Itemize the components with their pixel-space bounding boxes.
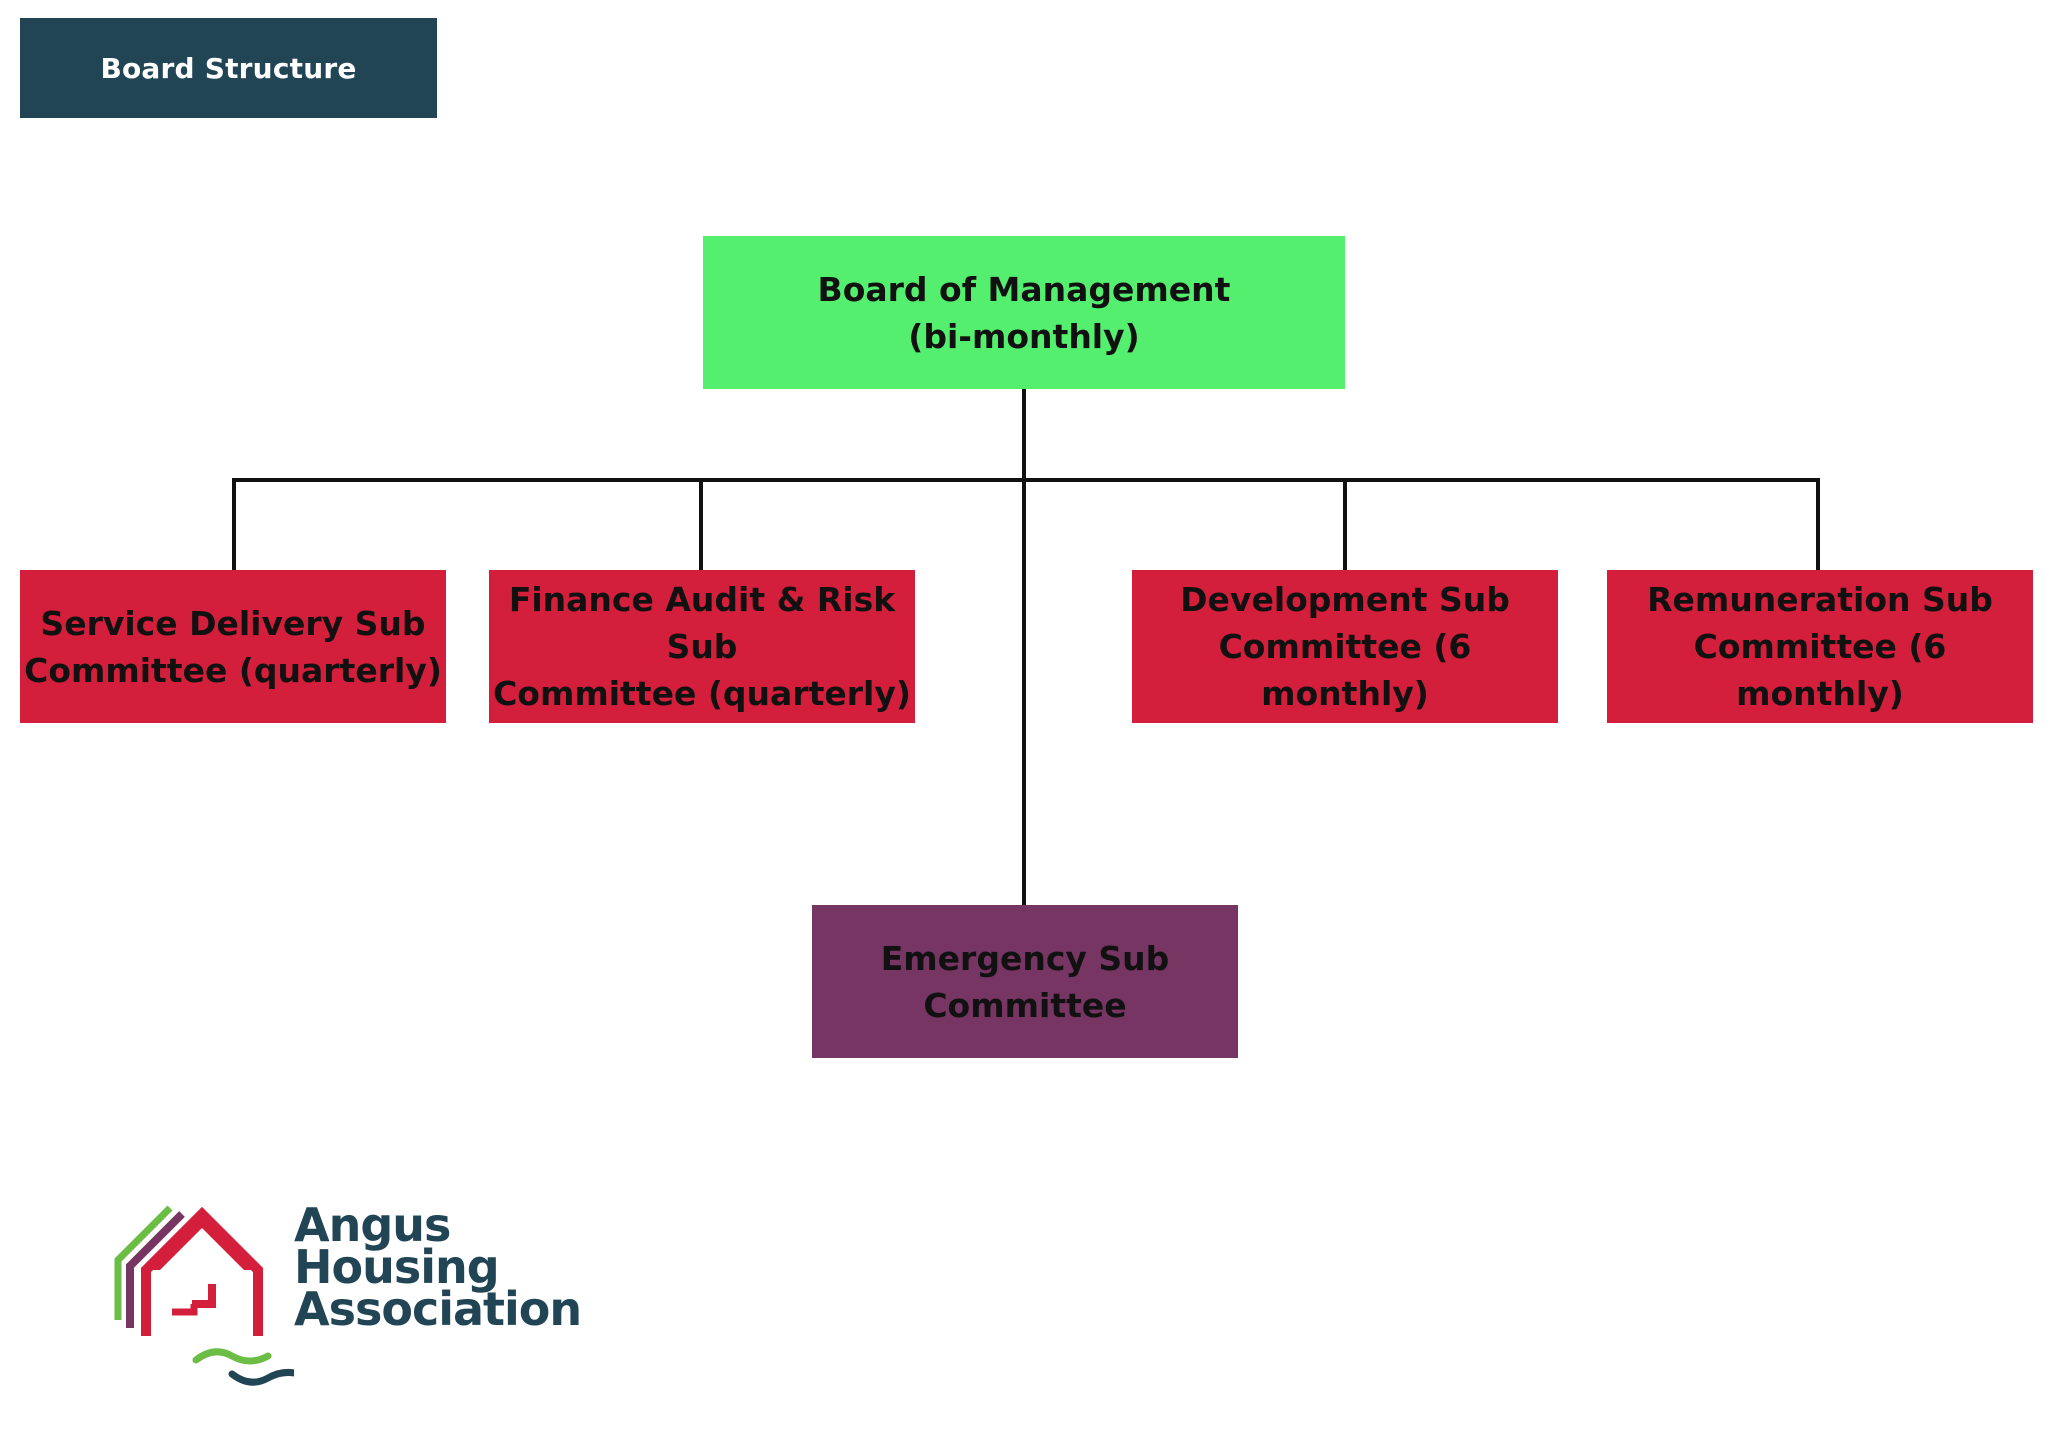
service-delivery-node: Service Delivery Sub Committee (quarterl… <box>20 570 446 723</box>
remuneration-frequency: Committee (6 monthly) <box>1693 627 1947 713</box>
board-of-management-frequency: (bi-monthly) <box>908 316 1140 356</box>
page-title-text: Board Structure <box>100 51 357 85</box>
logo-wordmark: Angus Housing Association <box>294 1198 582 1336</box>
page-title: Board Structure <box>20 18 437 118</box>
remuneration-label: Remuneration Sub <box>1647 580 1993 619</box>
development-node: Development Sub Committee (6 monthly) <box>1132 570 1558 723</box>
development-frequency: Committee (6 monthly) <box>1218 627 1472 713</box>
logo-word-angus: Angus <box>294 1198 451 1252</box>
board-of-management-node: Board of Management (bi-monthly) <box>703 236 1345 389</box>
angus-housing-logo: Angus Housing Association <box>114 1200 582 1400</box>
emergency-frequency: Committee <box>923 985 1127 1025</box>
finance-audit-risk-label: Finance Audit & Risk Sub <box>508 580 896 666</box>
remuneration-node: Remuneration Sub Committee (6 monthly) <box>1607 570 2033 723</box>
finance-audit-risk-node: Finance Audit & Risk Sub Committee (quar… <box>489 570 915 723</box>
service-delivery-frequency: Committee (quarterly) <box>24 650 442 690</box>
development-label: Development Sub <box>1180 580 1510 619</box>
board-of-management-label: Board of Management <box>817 269 1231 309</box>
service-delivery-label: Service Delivery Sub <box>40 603 426 643</box>
house-logo-icon <box>114 1205 294 1386</box>
finance-audit-risk-frequency: Committee (quarterly) <box>493 674 911 713</box>
logo-word-housing: Housing <box>294 1240 500 1294</box>
emergency-node: Emergency Sub Committee <box>812 905 1238 1058</box>
logo-word-association: Association <box>294 1282 582 1336</box>
emergency-label: Emergency Sub <box>880 938 1170 978</box>
